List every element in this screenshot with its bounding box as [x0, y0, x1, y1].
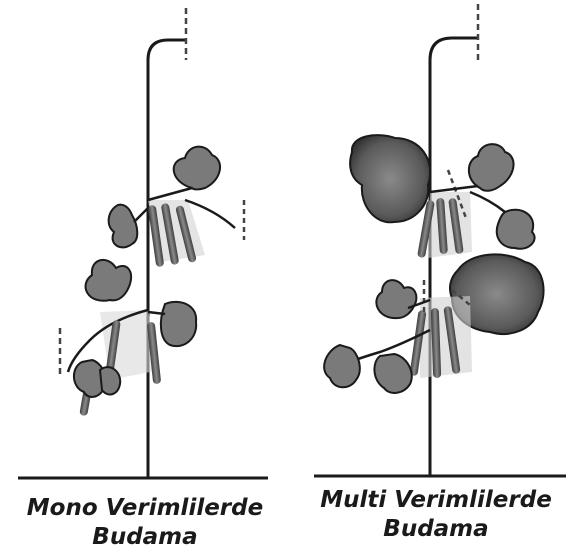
leaf-bottom-right-left: [100, 367, 120, 394]
leaf-lower-right-left: [161, 302, 196, 346]
leaf-top-right-left: [174, 147, 220, 190]
caption-multi: Multi Verimlilerde Budama: [305, 486, 567, 544]
leaf-heart-upper-right: [469, 144, 514, 191]
leaf-lower-upper-left: [86, 260, 132, 301]
caption-multi-line1: Multi Verimlilerde: [305, 486, 567, 515]
caption-multi-line2: Budama: [305, 515, 567, 544]
multi-plant: [314, 4, 566, 476]
caption-mono-line2: Budama: [10, 523, 280, 552]
leaf-mid-left-left: [109, 205, 138, 248]
leaf-heart-bottom-left: [374, 354, 411, 393]
caption-mono-line1: Mono Verimlilerde: [10, 494, 280, 523]
large-leaf-upper-right-panel: [350, 135, 430, 222]
leaf-heart-mid-right: [497, 210, 535, 249]
leaf-heart-mid-left: [376, 280, 416, 318]
mono-plant: [18, 8, 268, 478]
leaf-heart-bottom-far-left: [324, 345, 360, 387]
caption-mono: Mono Verimlilerde Budama: [10, 494, 280, 552]
main-stem-right: [430, 38, 478, 476]
